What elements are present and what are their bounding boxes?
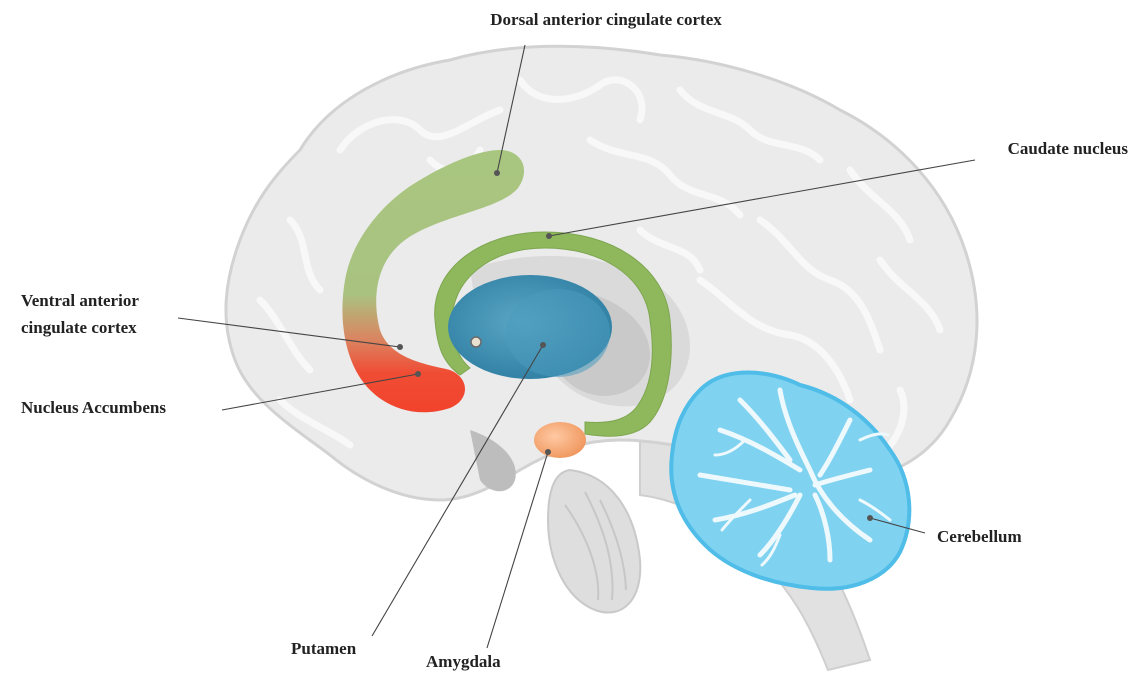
dot-nucleus-accumbens <box>415 371 421 377</box>
dot-amygdala <box>545 449 551 455</box>
putamen <box>448 275 612 379</box>
label-nucleus-accumbens: Nucleus Accumbens <box>21 398 166 417</box>
amygdala <box>534 422 586 458</box>
label-caudate: Caudate nucleus <box>1008 139 1129 158</box>
label-amygdala: Amygdala <box>426 652 501 671</box>
dot-dorsal-acc <box>494 170 500 176</box>
label-ventral-acc-line2: cingulate cortex <box>21 318 137 337</box>
dot-cerebellum <box>867 515 873 521</box>
label-ventral-acc-line1: Ventral anterior <box>21 291 139 310</box>
label-cerebellum: Cerebellum <box>937 527 1022 546</box>
dot-ventral-acc <box>397 344 403 350</box>
dot-caudate <box>546 233 552 239</box>
dot-putamen <box>540 342 546 348</box>
label-putamen: Putamen <box>291 639 357 658</box>
label-dorsal-acc: Dorsal anterior cingulate cortex <box>490 10 722 29</box>
